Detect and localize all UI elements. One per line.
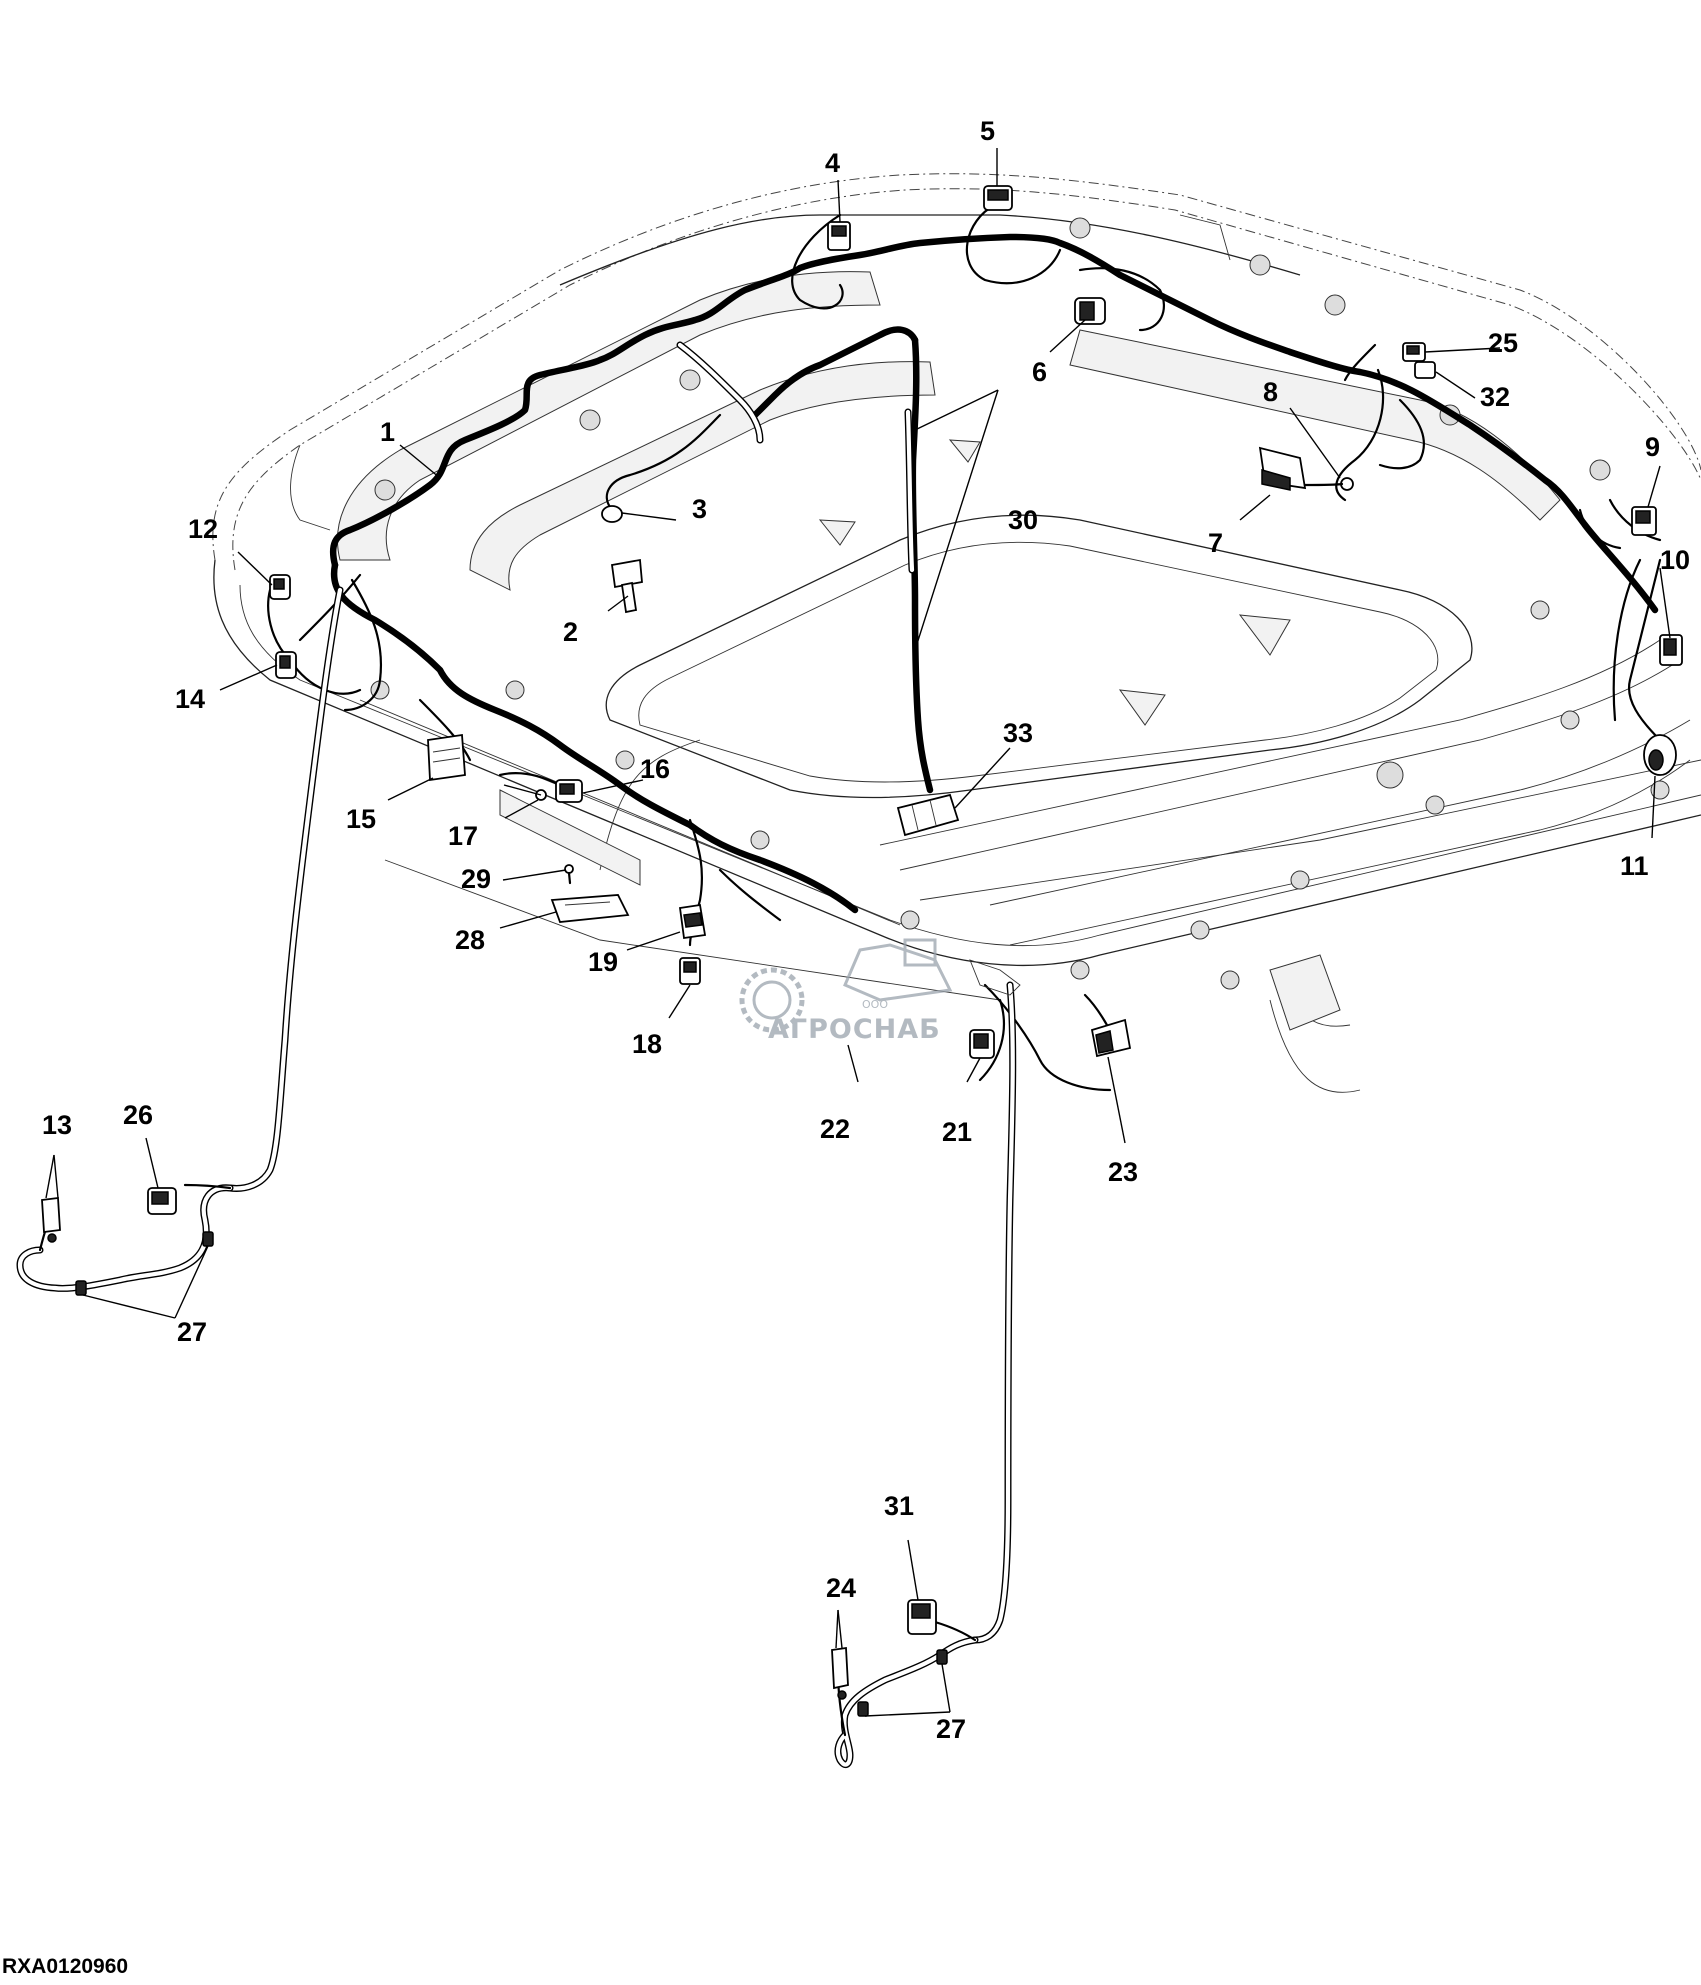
callout-17: 17 [448, 821, 478, 851]
callout-19: 19 [588, 947, 618, 977]
module-33 [896, 793, 960, 837]
callout-12: 12 [188, 514, 218, 544]
callout-21: 21 [942, 1117, 972, 1147]
connector-6 [1074, 297, 1106, 325]
callout-5: 5 [980, 116, 995, 146]
connector-16 [555, 779, 583, 803]
callout-labels: 1 2 3 4 5 6 7 8 9 10 11 12 13 14 15 16 1… [42, 116, 1690, 1744]
screw-29 [564, 864, 574, 885]
callout-1: 1 [380, 417, 395, 447]
watermark-prefix: ООО [862, 998, 888, 1011]
components [41, 185, 1683, 1717]
callout-15: 15 [346, 804, 376, 834]
connector-11 [1643, 734, 1677, 776]
callout-25: 25 [1488, 328, 1518, 358]
cover-22 [969, 959, 1021, 996]
connector-23 [1090, 1018, 1132, 1058]
ring-terminal-8 [1303, 477, 1354, 491]
thin-wires [267, 203, 1662, 1092]
clip-24 [831, 1646, 849, 1700]
module-15 [427, 733, 466, 782]
callout-6: 6 [1032, 357, 1047, 387]
callout-27-right: 27 [936, 1714, 966, 1744]
callout-29: 29 [461, 864, 491, 894]
callout-24: 24 [826, 1573, 856, 1603]
connector-10 [1659, 634, 1683, 666]
callout-22: 22 [820, 1114, 850, 1144]
roof-rim [213, 559, 1701, 967]
roof-outer-edge [212, 173, 1701, 561]
callout-30: 30 [1008, 505, 1038, 535]
main-harness [329, 233, 1659, 914]
right-drop-cable [834, 981, 1017, 1768]
callout-7: 7 [1208, 528, 1223, 558]
connector-21 [969, 1029, 995, 1059]
roof-recess [605, 514, 1473, 799]
callout-11: 11 [1620, 851, 1649, 881]
callout-32: 32 [1480, 382, 1510, 412]
bolt-2 [610, 558, 643, 614]
harness-main-loop [329, 233, 1659, 614]
callout-23: 23 [1108, 1157, 1138, 1187]
callout-8: 8 [1263, 377, 1278, 407]
watermark-text: АГРОСНАБ [768, 1014, 941, 1045]
callout-10: 10 [1660, 545, 1690, 575]
connector-25 [1402, 342, 1426, 362]
connector-9 [1631, 506, 1657, 536]
callout-33: 33 [1003, 718, 1033, 748]
watermark: ООО АГРОСНАБ [739, 938, 953, 1045]
connector-32 [1414, 361, 1436, 379]
mounting-bosses [370, 217, 1670, 990]
connector-31 [907, 1599, 937, 1635]
connector-5 [983, 185, 1013, 211]
leader-lines [45, 148, 1671, 1717]
switch-7 [1258, 446, 1307, 491]
callout-31: 31 [884, 1491, 914, 1521]
clip-13 [41, 1196, 61, 1243]
roof-inner-channel-center [469, 361, 936, 591]
connector-4 [827, 221, 851, 251]
bracket-28 [550, 894, 630, 923]
roof-inner-channel-right [1069, 329, 1561, 521]
callout-2: 2 [563, 617, 578, 647]
clamps-27-right [857, 1649, 948, 1717]
callout-3: 3 [692, 494, 707, 524]
callout-14: 14 [175, 684, 205, 714]
roof-inner-channel-left [337, 271, 881, 561]
harness-branch-30 [751, 326, 919, 419]
connector-12 [269, 574, 291, 600]
roof-panel [212, 173, 1701, 1093]
connector-18 [679, 957, 701, 985]
callout-4: 4 [825, 148, 840, 178]
callout-13: 13 [42, 1110, 72, 1140]
connector-19 [678, 903, 707, 940]
harness-front-run [330, 561, 859, 914]
callout-26: 26 [123, 1100, 153, 1130]
callout-27-left: 27 [177, 1317, 207, 1347]
callout-9: 9 [1645, 432, 1660, 462]
ring-terminal-3 [601, 505, 623, 523]
connector-26 [147, 1187, 177, 1215]
clamps-27-left [75, 1231, 214, 1296]
left-drop-cable [16, 586, 344, 1292]
callout-16: 16 [640, 754, 670, 784]
connector-14 [275, 651, 297, 679]
callout-18: 18 [632, 1029, 662, 1059]
callout-28: 28 [455, 925, 485, 955]
figure-id: RXA0120960 [2, 1955, 129, 1978]
